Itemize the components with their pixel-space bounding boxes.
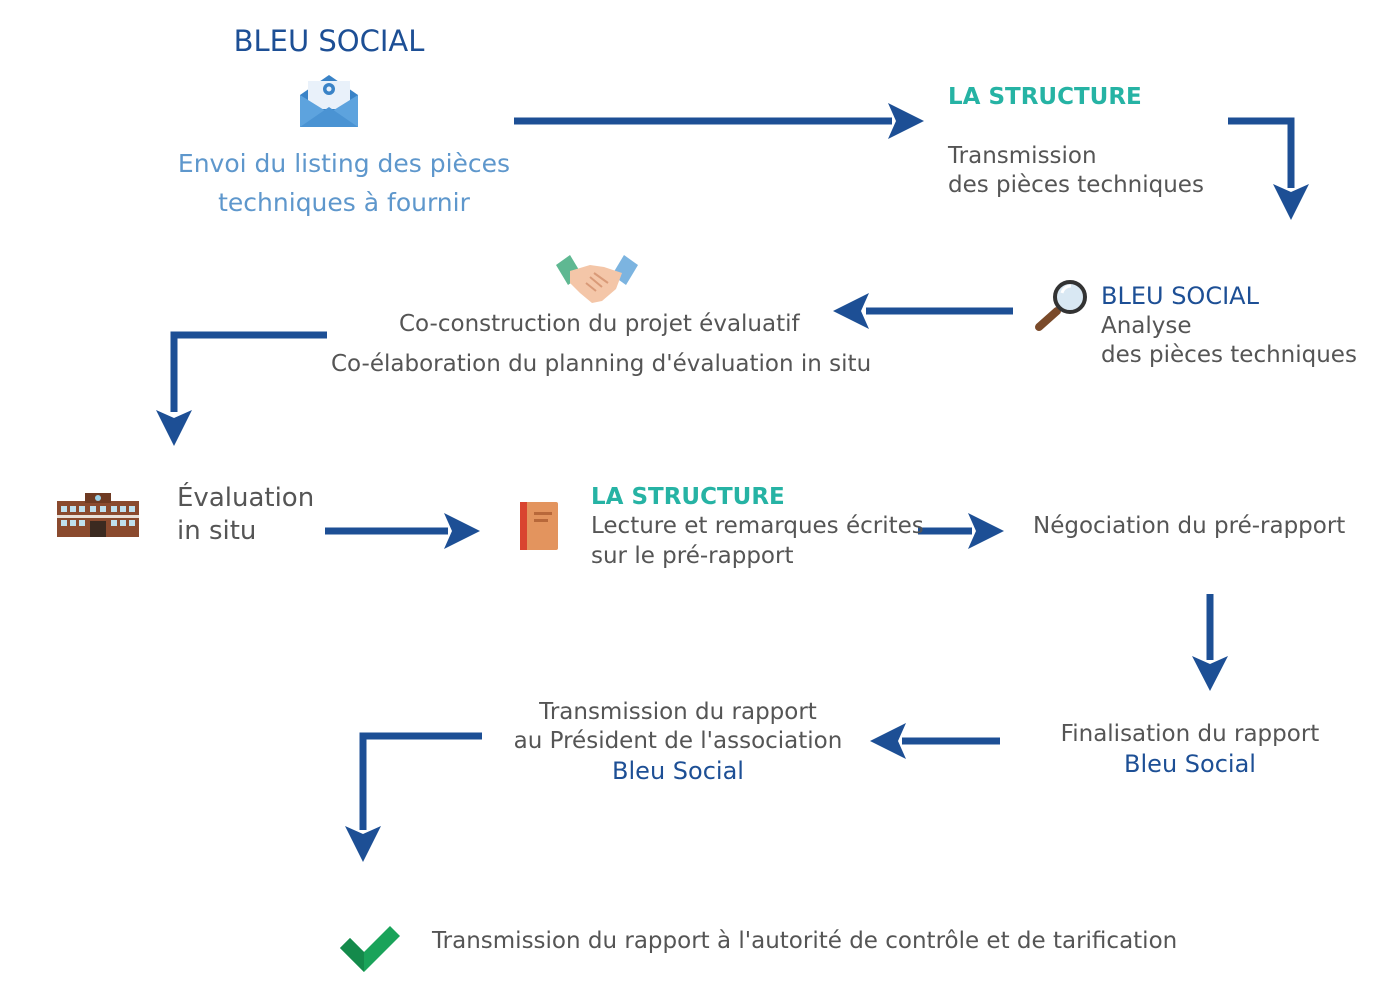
arrowhead-9 — [345, 826, 381, 862]
arrowhead-3 — [833, 293, 869, 329]
step3-text-line2: des pièces techniques — [1101, 342, 1357, 368]
arrowhead-2 — [1273, 184, 1309, 220]
arrowhead-1 — [888, 103, 924, 139]
step9-text-line3: Bleu Social — [612, 757, 744, 785]
step8-text-line2: Bleu Social — [1124, 750, 1256, 778]
step1-text-line1: Envoi du listing des pièces — [177, 149, 511, 178]
arrow-2-to-3 — [1228, 117, 1295, 188]
handshake-icon — [556, 255, 638, 303]
step2-text-line1: Transmission — [948, 143, 1097, 169]
building-icon — [57, 493, 139, 537]
arrowhead-6 — [968, 513, 1004, 549]
magnifier-icon — [1035, 280, 1087, 331]
arrowhead-8 — [870, 723, 906, 759]
envelope-icon — [300, 75, 358, 127]
step1-title: BLEU SOCIAL — [233, 24, 425, 58]
step9-text-line2: au Président de l'association — [513, 728, 843, 754]
arrowhead-5 — [444, 513, 480, 549]
arrowhead-4 — [156, 410, 192, 446]
step5-text-line1: Évaluation — [177, 483, 315, 513]
arrow-9-to-10 — [359, 732, 482, 830]
step4-text-line2: Co-élaboration du planning d'évaluation … — [331, 351, 872, 377]
arrowhead-7 — [1192, 656, 1228, 691]
arrow-4-to-5 — [170, 331, 327, 412]
step9-text-line1: Transmission du rapport — [539, 699, 817, 725]
step6-text-line2: sur le pré-rapport — [591, 543, 794, 569]
step2-text-line2: des pièces techniques — [948, 172, 1204, 198]
step7-text: Négociation du pré-rapport — [1033, 513, 1346, 539]
step5-text-line2: in situ — [177, 516, 257, 546]
step3-title: BLEU SOCIAL — [1101, 282, 1259, 310]
step6-text-line1: Lecture et remarques écrites — [591, 513, 924, 539]
step6-title: LA STRUCTURE — [591, 484, 785, 510]
step1-text-line2: techniques à fournir — [218, 188, 470, 217]
step2-title: LA STRUCTURE — [948, 84, 1142, 110]
step4-text-line1: Co-construction du projet évaluatif — [399, 311, 800, 337]
book-icon — [520, 502, 558, 550]
step3-text-line1: Analyse — [1101, 313, 1192, 339]
step10-text: Transmission du rapport à l'autorité de … — [432, 928, 1178, 954]
step8-text-line1: Finalisation du rapport — [1060, 721, 1320, 747]
checkmark-icon — [340, 926, 400, 972]
